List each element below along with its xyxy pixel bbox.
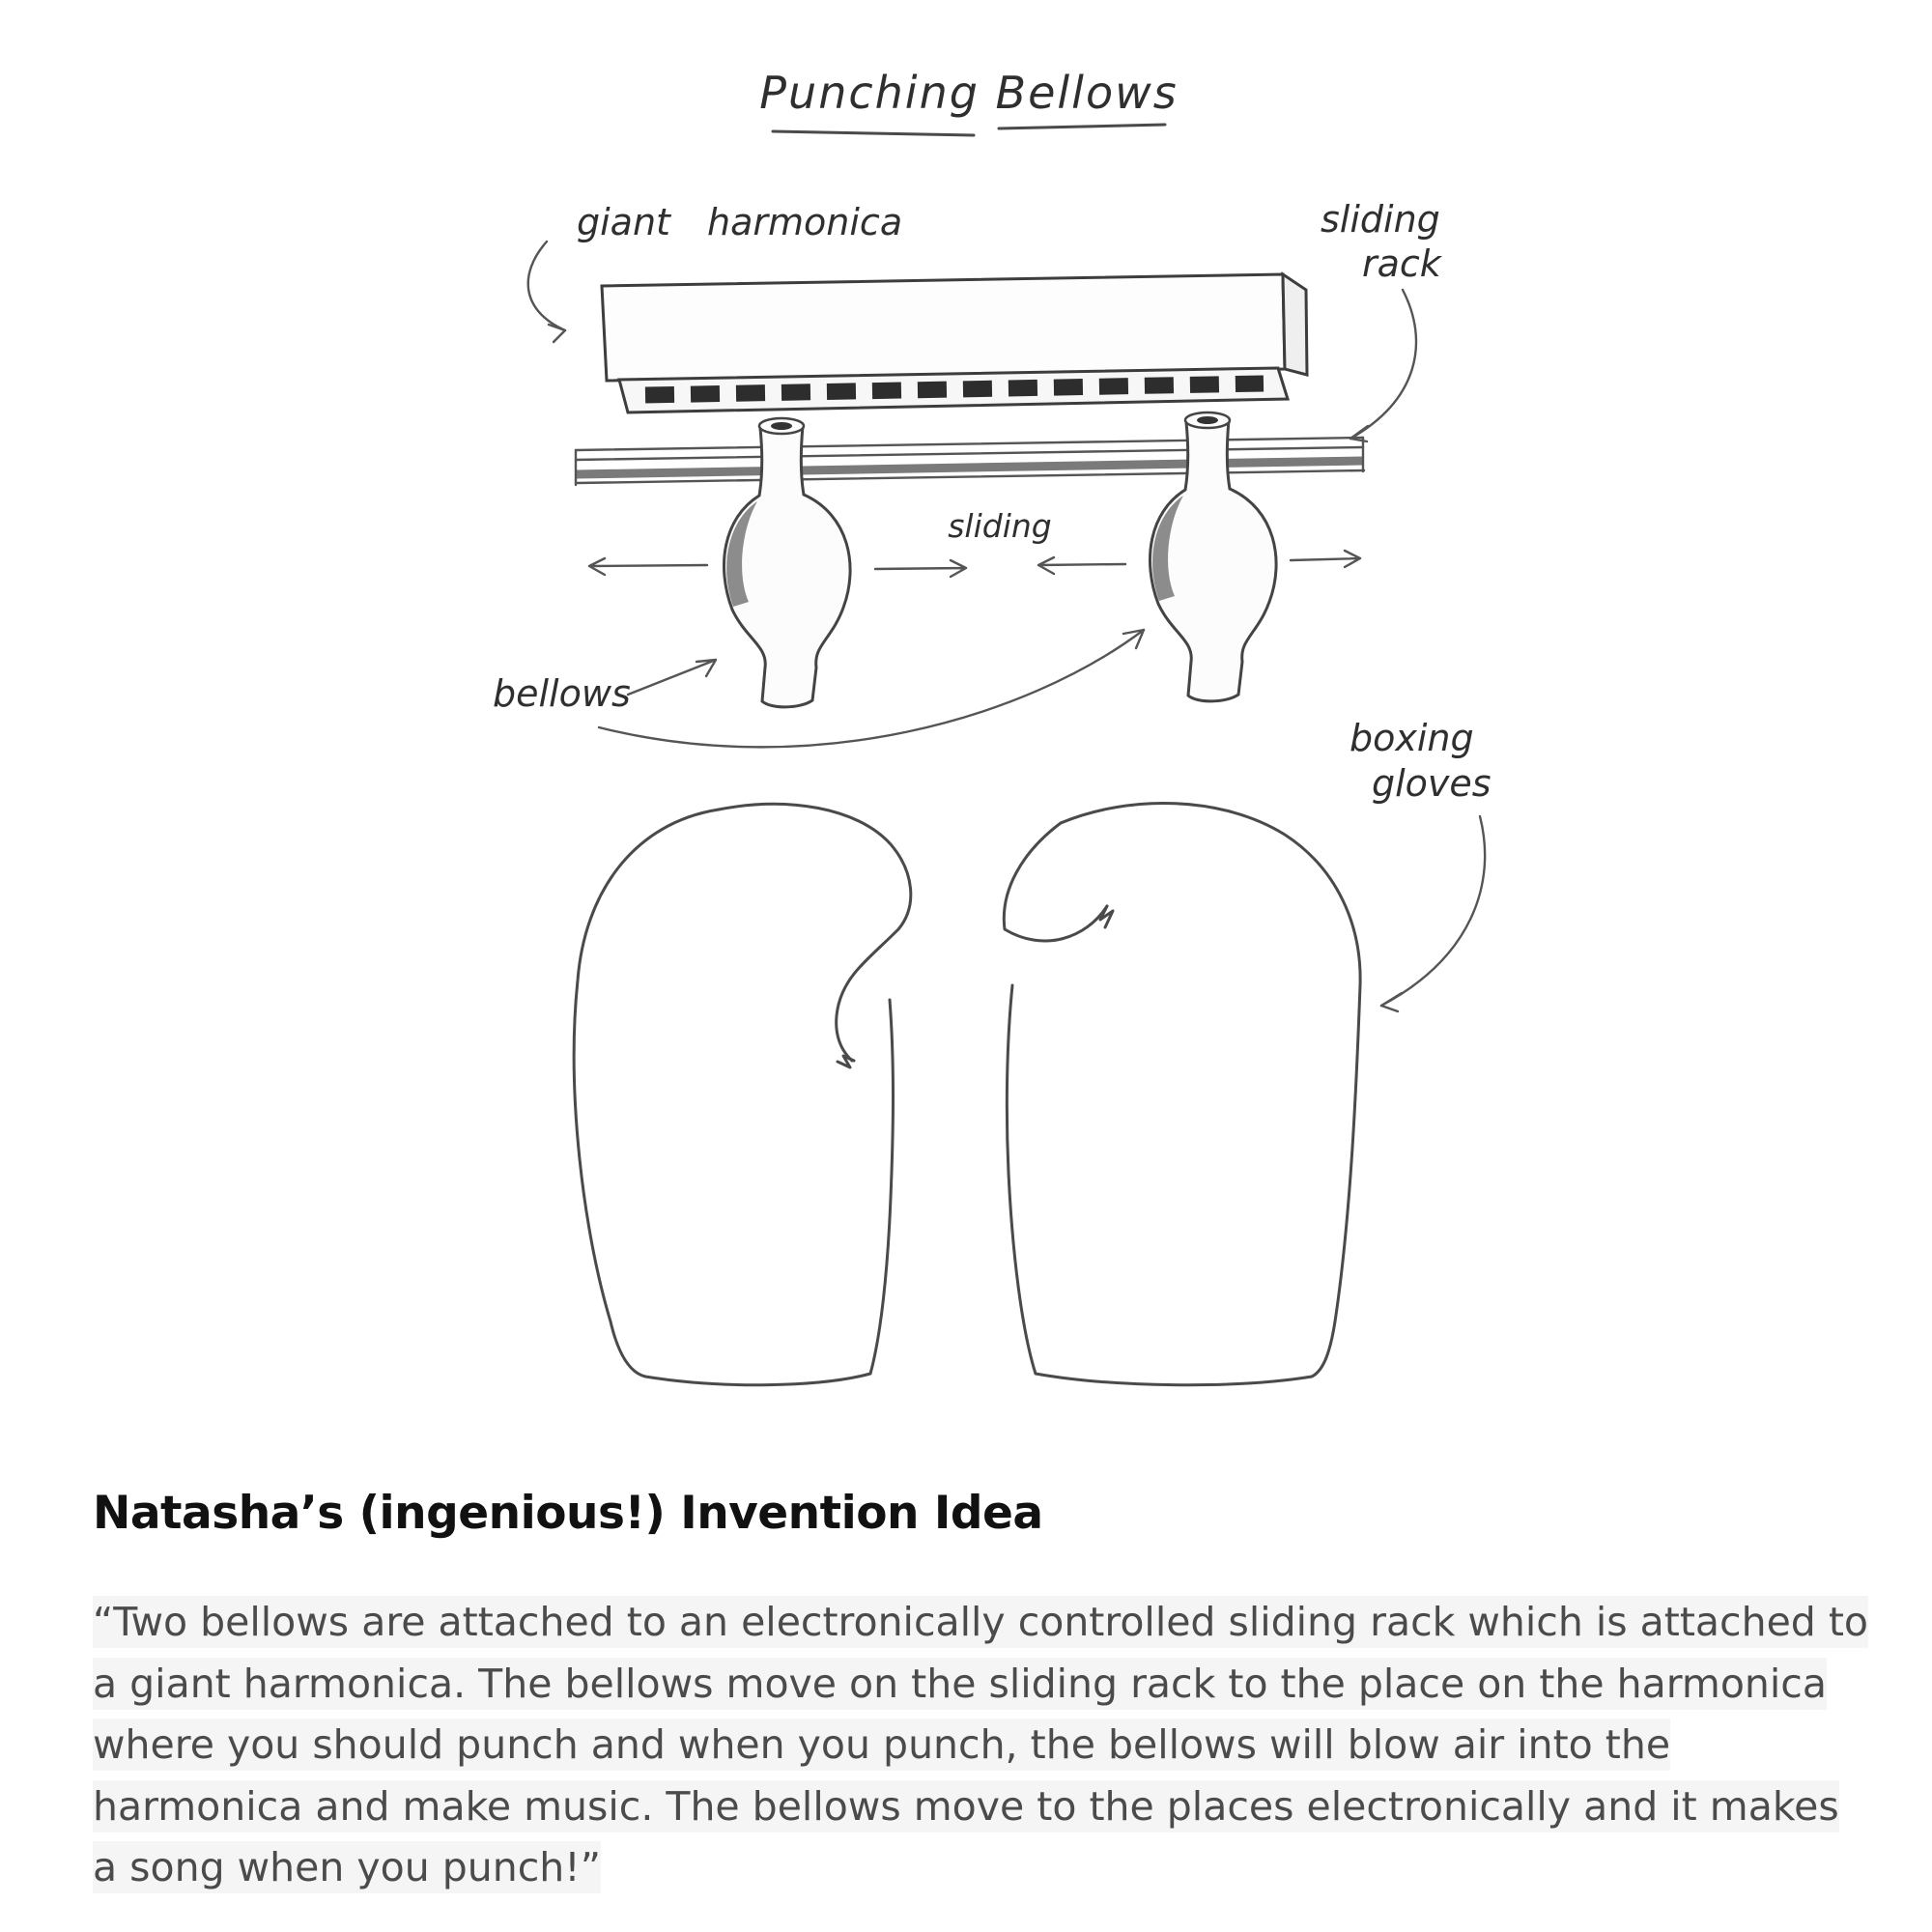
sliding-rack-label-line2: rack [1362,242,1443,285]
glove-right-thumb-scribble [1098,904,1115,929]
bellows-label: bellows [493,672,631,715]
arrow-to-harmonica [526,240,567,332]
label-boxing-gloves: boxing gloves [1350,717,1492,1013]
glove-left-thumb-scribble [836,1054,856,1069]
glove-right-outline [1005,802,1362,1387]
slide-arrow-right-outer [1289,549,1362,569]
glove-left-thumb [717,802,913,1063]
invention-description-text: “Two bellows are attached to an electron… [93,1596,1869,1894]
rack-rail-line [574,436,1365,452]
bellows-bulb [722,424,852,709]
page-title: Natasha’s (ingenious!) Invention Idea [93,1487,1043,1540]
arrow-to-rack-head [1349,424,1370,443]
arrow-to-gloves [1379,814,1487,1008]
sliding-arrows: sliding [587,507,1362,579]
glove-right-thumb [1002,821,1109,943]
slide-arrow-left-inner [1037,555,1127,576]
bellows-right-drawing [1148,411,1278,703]
rack-rail-line [575,469,1366,485]
rack-rail-line [574,445,1365,462]
bellows-bulb [1148,418,1278,703]
arrow-to-gloves-head [1379,991,1404,1013]
glove-left-outline [572,808,895,1387]
invention-sketch: Punching Bellows [493,67,1492,1387]
label-giant-harmonica: giant harmonica [526,201,902,344]
slide-arrow-right-inner [873,558,968,579]
invention-description: “Two bellows are attached to an electron… [93,1592,1872,1899]
bellows-nozzle-hole [771,422,792,430]
harmonica-side [1281,271,1309,377]
sketch-title: Punching Bellows [759,67,1178,137]
harmonica-holes [644,375,1264,404]
title-underline-left [771,129,976,137]
title-underline-right [997,123,1167,130]
bellows-left-drawing [722,416,852,709]
arrow-to-harmonica-head [547,323,567,344]
sketch-title-text: Punching Bellows [759,67,1178,119]
boxing-gloves-label-line1: boxing [1350,717,1474,759]
rack-rail-band [575,456,1364,479]
arrow-to-rack [1349,288,1418,440]
caption-section: Natasha’s (ingenious!) Invention Idea “T… [93,1487,1872,1899]
harmonica-drawing [600,271,1309,414]
harmonica-body [600,272,1287,383]
bellows-shading [1152,496,1183,601]
boxing-gloves-label-line2: gloves [1372,762,1492,805]
label-sliding-rack: sliding rack [1321,198,1443,443]
arrow-to-right-bellows-head [1122,628,1146,650]
invention-sketch-svg: Punching Bellows [493,67,1492,1387]
arrow-to-left-bellows [626,658,718,696]
sliding-rack-drawing [574,436,1366,487]
sliding-label: sliding [948,507,1052,545]
sliding-rack-label-line1: sliding [1321,198,1440,241]
arrow-to-right-bellows [597,628,1146,749]
giant-harmonica-label: giant harmonica [577,201,902,243]
label-bellows: bellows [493,628,1146,749]
bellows-nozzle-hole [1197,416,1218,424]
boxing-glove-left-drawing [572,802,913,1387]
slide-arrow-left-outer [587,556,709,577]
bellows-shading [726,501,757,607]
boxing-glove-right-drawing [1002,802,1362,1387]
